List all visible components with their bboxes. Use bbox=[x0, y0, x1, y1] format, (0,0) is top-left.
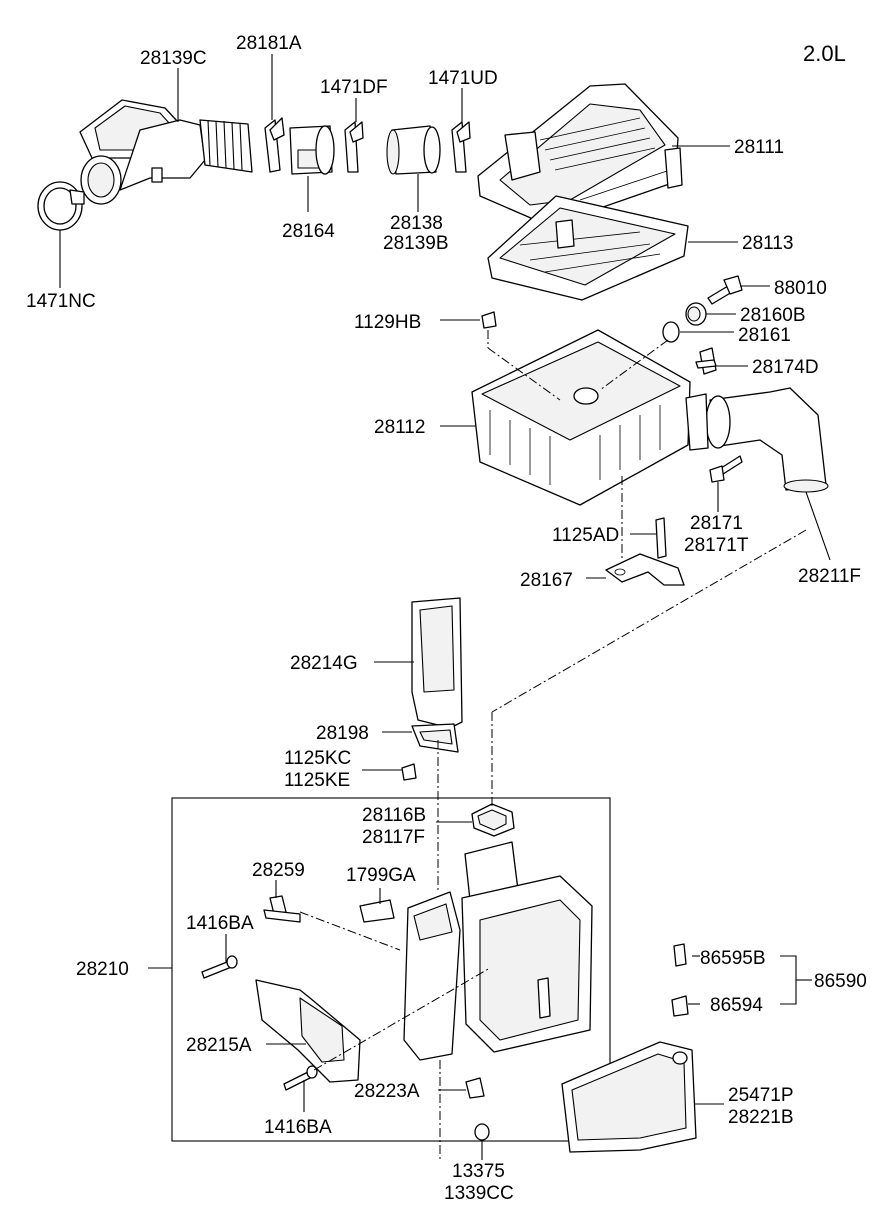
part-number-labels: 28139C 28181A 1471DF 1471UD 28111 28113 … bbox=[26, 33, 867, 1204]
label-13375: 13375 bbox=[452, 1161, 505, 1182]
part-1799GA-clip bbox=[359, 899, 395, 923]
label-28160B: 28160B bbox=[740, 305, 806, 326]
part-28161-plug bbox=[662, 321, 680, 343]
part-88010-bolt bbox=[707, 275, 743, 305]
part-28174D-bracket bbox=[695, 347, 717, 375]
part-28259-bracket bbox=[263, 895, 301, 923]
label-28111: 28111 bbox=[734, 137, 784, 158]
part-1471NC-clamp-ring bbox=[37, 181, 85, 231]
label-28139C: 28139C bbox=[140, 48, 207, 69]
label-1125AD: 1125AD bbox=[552, 525, 619, 546]
part-28198-seal bbox=[411, 723, 459, 753]
label-28117F: 28117F bbox=[362, 827, 425, 848]
part-1416BA-bolt-upper bbox=[201, 955, 238, 979]
label-28210: 28210 bbox=[76, 959, 129, 980]
part-28223A-clip bbox=[465, 1077, 485, 1099]
label-28221B: 28221B bbox=[728, 1107, 794, 1128]
label-28116B: 28116B bbox=[362, 805, 426, 826]
part-1471DF-clamp bbox=[344, 121, 364, 173]
label-28198: 28198 bbox=[316, 723, 369, 744]
part-28111-air-cleaner-cover bbox=[477, 83, 683, 223]
part-86595B-clip bbox=[673, 943, 687, 967]
label-1471DF: 1471DF bbox=[320, 77, 388, 98]
label-1339CC: 1339CC bbox=[444, 1183, 514, 1204]
part-13375-nut bbox=[474, 1123, 490, 1141]
label-28171T: 28171T bbox=[684, 535, 749, 556]
label-28211F: 28211F bbox=[798, 566, 861, 587]
part-28164-air-flow-sensor bbox=[289, 125, 335, 175]
label-1125KE: 1125KE bbox=[284, 770, 350, 791]
label-86590: 86590 bbox=[814, 971, 867, 992]
part-28160B-grommet bbox=[685, 302, 707, 326]
part-25471P-shield bbox=[561, 1041, 697, 1153]
assembly-boundary-28210 bbox=[171, 797, 611, 1142]
label-1416BA-upper: 1416BA bbox=[186, 913, 254, 934]
label-28167: 28167 bbox=[520, 570, 573, 591]
label-28181A: 28181A bbox=[236, 33, 302, 54]
intake-hose-assembly bbox=[37, 99, 471, 231]
part-1471UD-clamp bbox=[451, 121, 471, 173]
label-86595B: 86595B bbox=[700, 948, 766, 969]
part-1129HB-bolt bbox=[481, 311, 497, 329]
part-1416BA-bolt-lower bbox=[283, 1065, 318, 1091]
label-28215A: 28215A bbox=[186, 1035, 252, 1056]
leader-lines bbox=[59, 54, 831, 1160]
part-28138-hose bbox=[386, 125, 441, 175]
alignment-lines bbox=[299, 330, 807, 1160]
label-28174D: 28174D bbox=[752, 357, 819, 378]
label-25471P: 25471P bbox=[728, 1085, 794, 1106]
part-28181A-clamp bbox=[264, 117, 285, 173]
part-28139C-hose bbox=[79, 99, 253, 205]
label-28214G: 28214G bbox=[290, 653, 358, 674]
part-28112-air-cleaner-body bbox=[471, 329, 691, 506]
label-28164: 28164 bbox=[282, 221, 335, 242]
engine-size-label: 2.0L bbox=[803, 41, 846, 66]
part-28171-bolt bbox=[709, 455, 743, 483]
part-28214G-duct bbox=[411, 597, 463, 729]
label-28112: 28112 bbox=[374, 417, 425, 438]
label-28139B: 28139B bbox=[383, 233, 449, 254]
label-28223A: 28223A bbox=[354, 1081, 420, 1102]
label-1416BA-lower: 1416BA bbox=[264, 1117, 332, 1138]
part-28211F-outlet-hose bbox=[685, 387, 829, 493]
part-1125KC-screw bbox=[401, 763, 417, 781]
part-28167-bracket bbox=[605, 517, 685, 586]
part-28116B-seal bbox=[471, 803, 515, 837]
label-1799GA: 1799GA bbox=[346, 865, 416, 886]
label-1125KC: 1125KC bbox=[284, 748, 351, 769]
label-28113: 28113 bbox=[742, 233, 793, 254]
part-28113-air-filter bbox=[487, 195, 689, 301]
label-28161: 28161 bbox=[738, 325, 791, 346]
part-28215A-bracket bbox=[255, 979, 361, 1083]
label-28138: 28138 bbox=[390, 213, 443, 234]
label-1471UD: 1471UD bbox=[428, 68, 498, 89]
label-1471NC: 1471NC bbox=[26, 291, 96, 312]
label-86594: 86594 bbox=[710, 995, 763, 1016]
label-1129HB: 1129HB bbox=[354, 312, 421, 333]
part-28210-resonator bbox=[403, 841, 593, 1061]
part-86594-clip bbox=[671, 995, 689, 1017]
label-28171: 28171 bbox=[690, 513, 743, 534]
label-88010: 88010 bbox=[774, 278, 827, 299]
label-28259: 28259 bbox=[252, 860, 305, 881]
